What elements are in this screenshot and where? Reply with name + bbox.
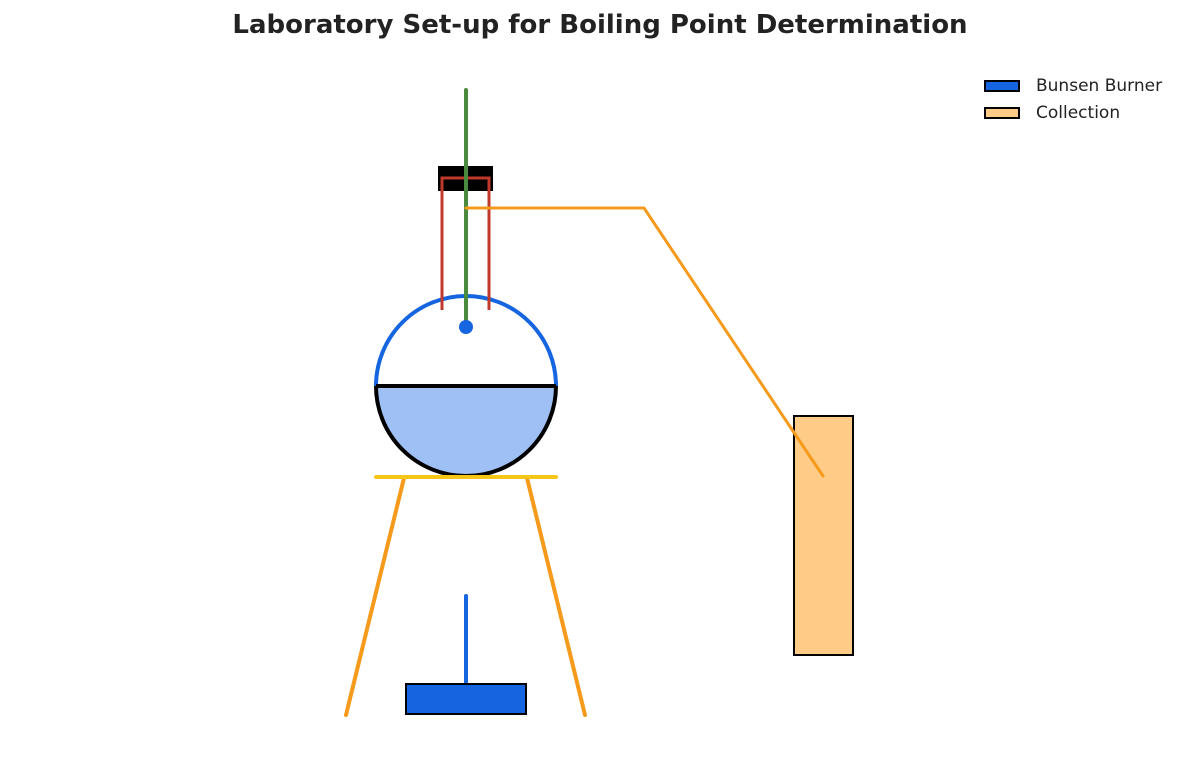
legend-label-bunsen-burner: Bunsen Burner: [1036, 75, 1163, 96]
legend-item-bunsen-burner: Bunsen Burner: [984, 72, 1194, 99]
legend-item-collection: Collection: [984, 99, 1194, 126]
legend: Bunsen Burner Collection: [984, 72, 1194, 126]
bunsen-burner-base: [405, 683, 527, 715]
legend-swatch-collection: [984, 106, 1020, 119]
legend-swatch-bunsen-burner: [984, 79, 1020, 92]
tripod-leg-left: [344, 476, 406, 717]
flask-liquid: [376, 386, 556, 476]
thermometer-bulb: [459, 320, 473, 334]
condenser-tube: [464, 206, 825, 478]
legend-label-collection: Collection: [1036, 102, 1121, 123]
tripod-leg-right: [525, 476, 587, 717]
collection-vessel: [793, 415, 854, 656]
diagram-title: Laboratory Set-up for Boiling Point Dete…: [232, 10, 968, 40]
